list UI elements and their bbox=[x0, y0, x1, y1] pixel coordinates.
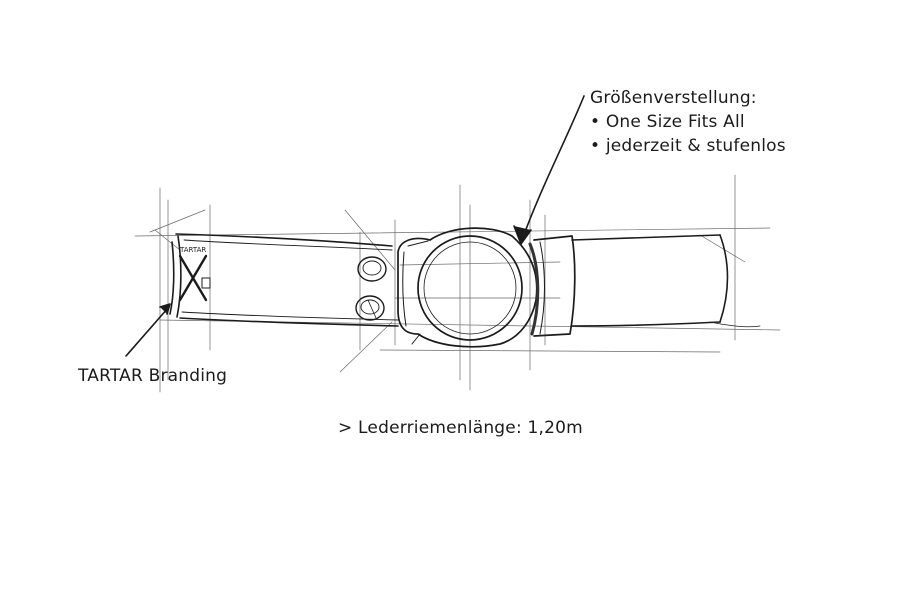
keeper-loop bbox=[528, 235, 576, 337]
size-adjustment-bullet-1: • One Size Fits All bbox=[590, 112, 745, 132]
construction-lines bbox=[134, 174, 781, 393]
buckle bbox=[397, 227, 538, 348]
length-annotation: > Lederriemenlänge: 1,20m bbox=[338, 418, 583, 438]
belt-strap-right bbox=[571, 234, 761, 328]
belt-strap-left bbox=[169, 233, 399, 327]
size-adjustment-annotation: Größenverstellung: • One Size Fits All •… bbox=[590, 86, 786, 158]
logo-wordmark: TARTAR bbox=[179, 246, 206, 254]
branding-annotation: TARTAR Branding bbox=[78, 366, 228, 386]
size-adjustment-bullet-2: • jederzeit & stufenlos bbox=[590, 136, 786, 156]
size-adjustment-title: Größenverstellung: bbox=[590, 88, 757, 108]
size-adjustment-pointer bbox=[513, 95, 585, 245]
tartar-logo-icon bbox=[178, 254, 211, 302]
branding-pointer bbox=[125, 303, 171, 357]
rivets bbox=[355, 256, 387, 321]
